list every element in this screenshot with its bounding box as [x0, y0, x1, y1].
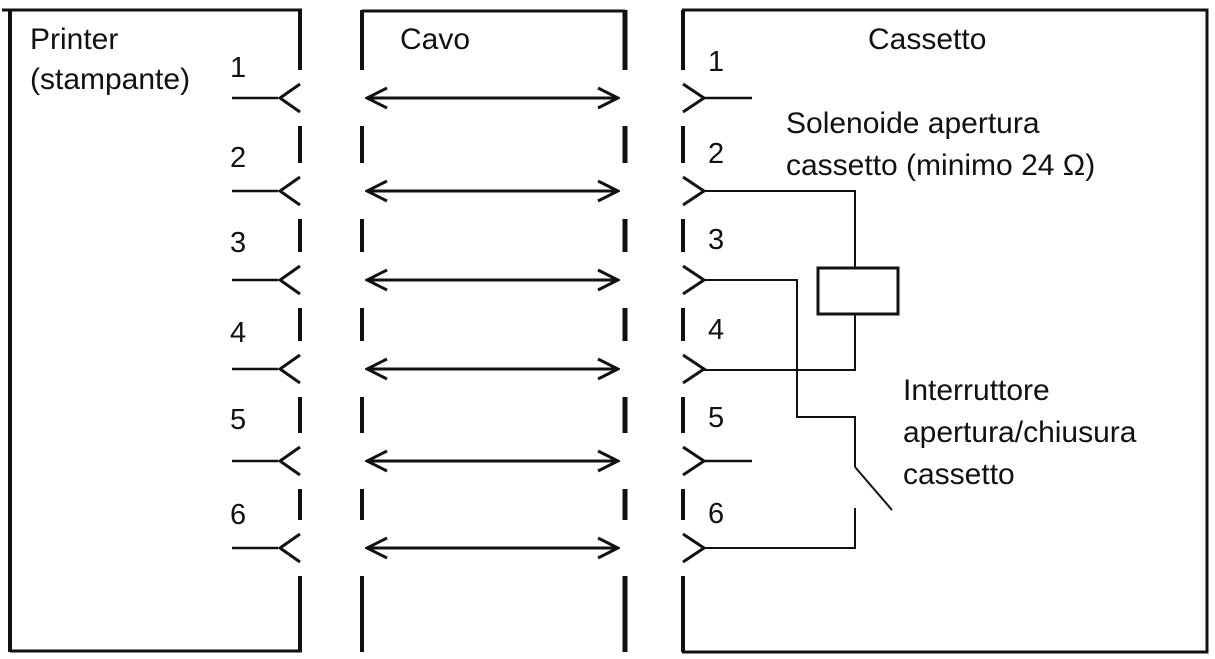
drawer-plug-1: [682, 82, 707, 114]
solenoid-label-line2: cassetto (minimo 24 Ω): [786, 149, 1096, 182]
printer-pin-3: 3: [230, 227, 247, 259]
drawer-pin-1: 1: [708, 46, 725, 78]
drawer-pin-5: 5: [708, 402, 725, 434]
drawer-pin-3: 3: [708, 224, 725, 256]
printer-pin-6: 6: [230, 499, 247, 531]
drawer-plug-6: [682, 532, 707, 564]
drawer-pin-4: 4: [708, 314, 725, 346]
cable-label: Cavo: [400, 23, 471, 56]
switch-lever: [854, 466, 893, 511]
printer-pin-4: 4: [230, 317, 247, 349]
solenoid-label-line1: Solenoide apertura: [786, 107, 1040, 140]
printer-socket-5: [277, 445, 301, 477]
printer-socket-1: [277, 82, 301, 114]
printer-socket-2: [277, 175, 301, 207]
solenoid-coil: [816, 266, 900, 316]
printer-pin-2: 2: [230, 142, 247, 174]
drawer-pin-6: 6: [708, 498, 725, 530]
wire-pin3-switch: [704, 279, 856, 467]
wire-pin2-solenoid: [704, 190, 856, 268]
printer-socket-6: [277, 532, 301, 564]
drawer-label: Cassetto: [868, 23, 987, 56]
drawer-plug-5: [682, 445, 707, 477]
wire-pin6-switch: [704, 508, 856, 549]
printer-socket-4: [277, 353, 301, 385]
switch-label-line2: apertura/chiusura: [903, 416, 1137, 449]
printer-pin-5: 5: [230, 404, 247, 436]
switch-label-line3: cassetto: [903, 458, 1015, 491]
printer-sub-label: (stampante): [30, 63, 191, 96]
drawer-pin-2: 2: [708, 138, 725, 170]
drawer-box-outline: [682, 8, 1209, 654]
printer-label: Printer: [30, 23, 119, 56]
drawer-plug-3: [682, 264, 707, 296]
printer-pin-1: 1: [230, 52, 247, 84]
wire-solenoid-pin4: [704, 314, 856, 371]
switch-label-line1: Interruttore: [903, 374, 1050, 407]
drawer-plug-4: [682, 353, 707, 385]
drawer-plug-2: [682, 175, 707, 207]
printer-socket-3: [277, 264, 301, 296]
